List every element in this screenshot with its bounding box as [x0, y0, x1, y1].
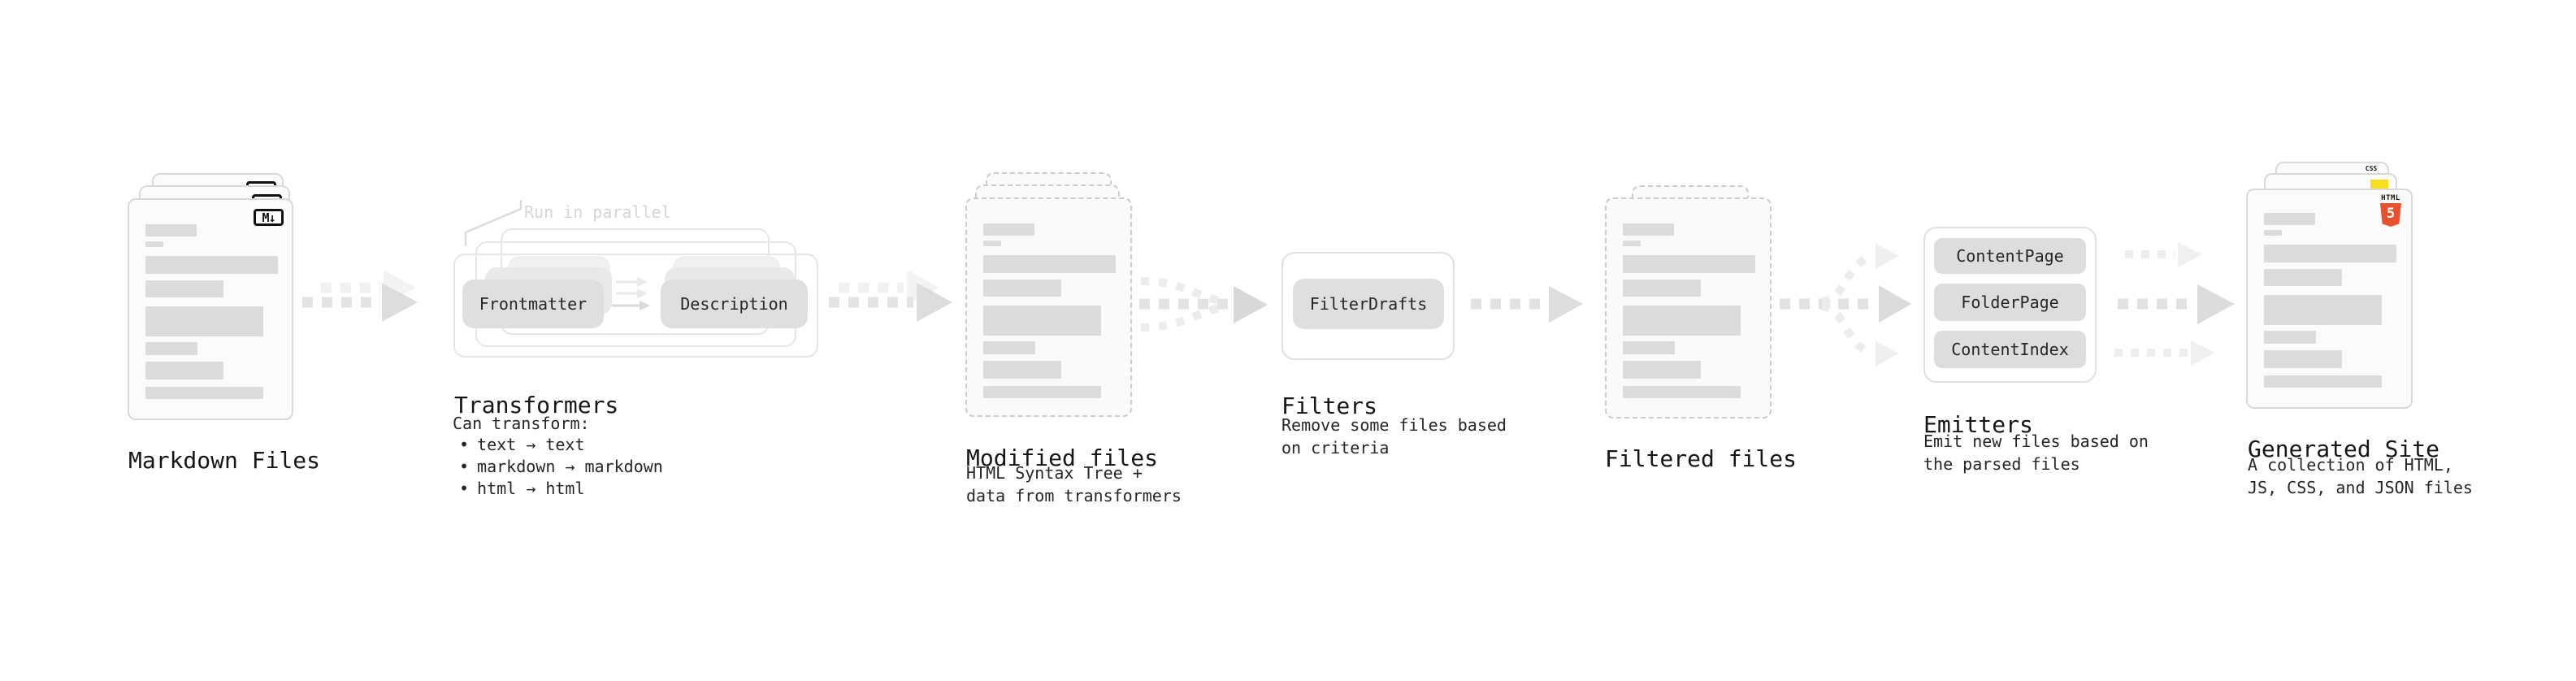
text-line-placeholder — [145, 241, 163, 247]
text-line-placeholder — [983, 361, 1061, 379]
arrow-merge-to-filters — [1139, 277, 1268, 332]
text-line-placeholder — [2264, 331, 2316, 344]
folderpage-node: FolderPage — [1934, 284, 2086, 321]
run-in-parallel-note: Run in parallel — [524, 202, 671, 222]
text-line-placeholder — [2264, 213, 2315, 225]
filterdrafts-node: FilterDrafts — [1293, 279, 1444, 329]
markdown-doc-front: M↓ — [128, 198, 293, 420]
arrow-transformers-to-modified — [829, 270, 952, 322]
arrow-markdown-to-transformers — [302, 270, 418, 322]
bullet-icon: • — [459, 479, 470, 498]
text-line-placeholder — [983, 241, 1001, 246]
text-line-placeholder — [983, 306, 1101, 336]
text-line-placeholder — [2264, 269, 2342, 286]
text-line-placeholder — [2264, 375, 2382, 388]
html5-icon: HTML 5 — [2379, 194, 2403, 227]
html5-icon-label: HTML — [2381, 194, 2400, 202]
bullet-icon: • — [459, 457, 470, 476]
text-line-placeholder — [2264, 295, 2382, 325]
bullet-text: html → html — [477, 479, 585, 498]
text-line-placeholder — [1623, 280, 1701, 297]
text-line-placeholder — [145, 387, 263, 399]
bullet-item: • text → text — [459, 434, 663, 456]
text-line-placeholder — [1623, 255, 1755, 273]
generated-doc-html: HTML 5 — [2246, 189, 2413, 409]
modified-doc-front — [965, 197, 1132, 417]
text-line-placeholder — [2264, 350, 2342, 368]
filters-caption: Remove some files based on criteria — [1281, 415, 1507, 458]
transformer-flow-arrows — [612, 277, 650, 310]
text-line-placeholder — [983, 255, 1116, 273]
filtered-doc-front — [1605, 197, 1772, 419]
parallel-note-leader-line — [464, 200, 523, 246]
arrow-split-to-emitters — [1780, 243, 1911, 367]
arrow-emitters-to-site-middle — [2118, 284, 2235, 324]
frontmatter-node: Frontmatter — [462, 280, 604, 328]
text-line-placeholder — [983, 386, 1101, 398]
bullet-item: • markdown → markdown — [459, 456, 663, 478]
stage-title-emitters: Emitters — [1923, 411, 2033, 439]
text-line-placeholder — [1623, 223, 1674, 236]
css-icon-label: CSS — [2365, 165, 2378, 172]
contentindex-node: ContentIndex — [1934, 331, 2086, 368]
stage-title-filtered-files: Filtered files — [1605, 445, 1798, 473]
text-line-placeholder — [983, 223, 1034, 236]
text-line-placeholder — [2264, 245, 2396, 262]
html5-shield-icon: 5 — [2380, 203, 2401, 227]
text-line-placeholder — [1623, 386, 1741, 398]
transformers-bullet-list: • text → text • markdown → markdown • ht… — [459, 434, 663, 500]
text-line-placeholder — [983, 341, 1035, 354]
arrow-emitters-to-site-top — [2125, 242, 2202, 267]
text-line-placeholder — [145, 224, 197, 236]
modified-files-caption: HTML Syntax Tree + data from transformer… — [966, 463, 1182, 505]
markdown-icon: M↓ — [254, 209, 284, 226]
bullet-text: text → text — [477, 435, 585, 454]
bullet-item: • html → html — [459, 478, 663, 500]
stage-title-filters: Filters — [1281, 393, 1378, 420]
contentpage-node: ContentPage — [1934, 238, 2086, 274]
text-line-placeholder — [983, 280, 1061, 297]
text-line-placeholder — [145, 342, 197, 355]
arrow-filters-to-filtered — [1471, 286, 1583, 323]
emitters-caption: Emit new files based on the parsed files — [1923, 432, 2149, 474]
bullet-text: markdown → markdown — [477, 457, 663, 476]
generated-site-caption: A collection of HTML, JS, CSS, and JSON … — [2248, 455, 2473, 497]
stage-title-modified-files: Modified files — [966, 445, 1159, 472]
text-line-placeholder — [1623, 306, 1741, 336]
text-line-placeholder — [1623, 241, 1641, 246]
description-node: Description — [661, 280, 808, 328]
javascript-icon — [2370, 180, 2388, 189]
transformer-container-front — [453, 254, 818, 358]
stage-title-markdown-files: Markdown Files — [128, 447, 321, 475]
stage-title-generated-site: Generated Site — [2248, 436, 2440, 463]
transformers-caption-heading: Can transform: — [453, 414, 590, 433]
arrow-emitters-to-site-bottom — [2114, 340, 2215, 366]
text-line-placeholder — [1623, 341, 1675, 354]
stage-title-transformers: Transformers — [454, 392, 619, 419]
text-line-placeholder — [1623, 361, 1701, 379]
text-line-placeholder — [145, 362, 223, 380]
bullet-icon: • — [459, 435, 470, 454]
text-line-placeholder — [2264, 230, 2282, 236]
text-line-placeholder — [145, 306, 263, 336]
html5-shield-number: 5 — [2386, 206, 2396, 222]
text-line-placeholder — [145, 280, 223, 297]
text-line-placeholder — [145, 256, 278, 274]
